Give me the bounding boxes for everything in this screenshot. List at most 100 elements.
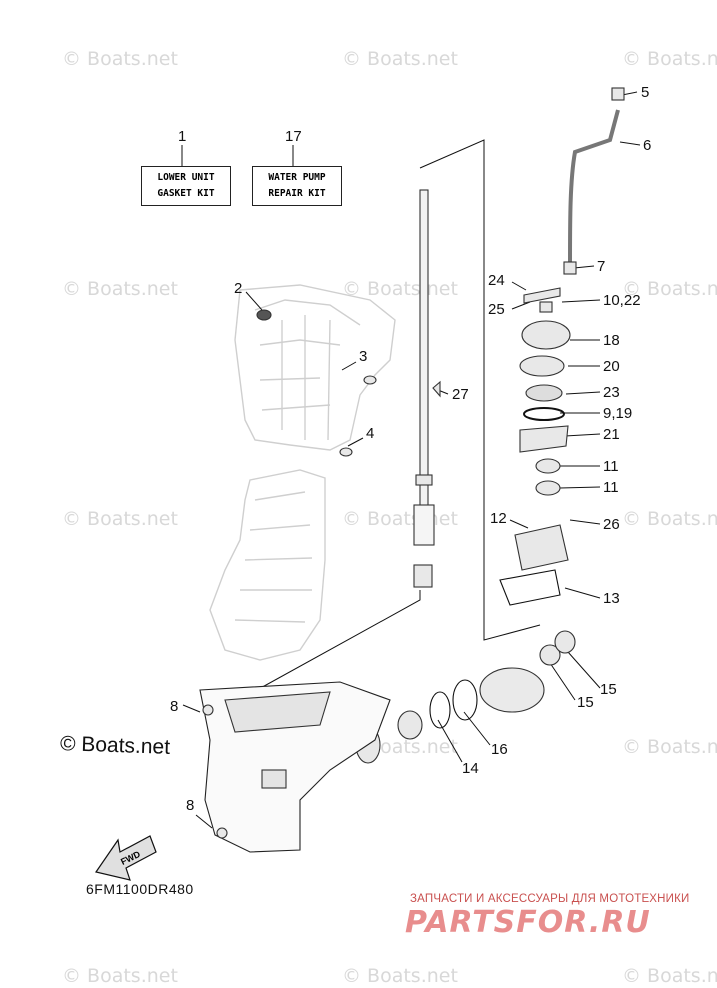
callout-14: 14 [462,760,479,777]
insert-10-22 [539,301,553,313]
callout-23: 23 [603,384,620,401]
callout-15: 15 [577,694,594,711]
gasket-21 [519,425,569,453]
o-ring-9-19 [523,407,565,421]
leader-8b [195,814,213,829]
leader-2 [245,291,263,311]
callout-1: 1 [178,128,187,145]
watermark: © Boats.net [62,278,178,300]
gasket-13 [499,569,561,606]
callout-12: 12 [490,510,507,527]
watermark: © Boats.net [62,965,178,987]
upper-casing-detail [254,299,361,411]
callout-20: 20 [603,358,620,375]
leader-14 [437,719,463,763]
callout-18: 18 [603,332,620,349]
upper-casing-ribs [281,315,331,441]
pump-group-bracket [419,139,541,641]
callout-2: 2 [234,280,243,297]
lower-casing-ribs [234,491,313,623]
leader-16 [463,711,491,746]
callout-15: 15 [600,681,617,698]
callout-11: 11 [603,458,619,475]
kit-line: GASKET KIT [157,188,215,199]
callout-25: 25 [488,301,505,318]
part-4 [339,447,353,457]
pin-27 [432,380,441,398]
callout-10-22: 10,22 [603,292,641,309]
leader-23 [565,391,601,395]
kit-line: WATER PUMP [268,172,326,183]
leader-15b [547,659,576,701]
gear-case-window [261,769,287,789]
fwd-arrow: FWD [95,835,157,881]
driveshaft-bearing [413,564,433,588]
callout-27: 27 [452,386,469,403]
ghost-housing-group [209,284,396,661]
bolt-8b [216,827,228,839]
seal-15b [554,630,576,654]
watermark: © Boats.net [342,965,458,987]
leader-11b [559,486,601,489]
kit-line: LOWER UNIT [157,172,215,183]
leader-10-22 [561,299,601,303]
repair-kit-box: WATER PUMP REPAIR KIT [252,166,342,206]
callout-6: 6 [643,137,652,154]
watermark: © Boats.net [622,965,717,987]
gear-case-top [224,691,331,733]
leader-7 [573,265,595,269]
driveshaft-bushing [413,504,435,546]
water-tube-part [568,109,620,266]
leader-25 [511,301,531,310]
callout-3: 3 [359,348,368,365]
pump-housing-18 [521,320,571,350]
leader-4 [347,437,364,447]
part-3 [363,375,377,385]
watermark: © Boats.net [622,508,717,530]
callout-5: 5 [641,84,650,101]
callout-9-19: 9,19 [603,405,633,422]
insert-cartridge-20 [519,355,565,377]
callout-4: 4 [366,425,375,442]
callout-26: 26 [603,516,620,533]
o-ring-16 [452,679,478,721]
plate-25 [523,287,561,304]
brand-caption: ЗАПЧАСТИ И АКСЕССУАРЫ ДЛЯ МОТОТЕХНИКИ [410,893,690,905]
callout-17: 17 [285,128,302,145]
upper-casing-outline [234,284,396,451]
shim-14 [429,691,451,729]
driveshaft-collar [415,474,433,486]
watermark: © Boats.net [622,48,717,70]
impeller-23 [525,384,563,402]
leader-13 [564,587,601,599]
watermark: © Boats.net [62,508,178,530]
oil-seal-11a [535,458,561,474]
diagram-code: 6FM1100DR480 [86,881,194,897]
leader-12 [509,519,529,529]
callout-7: 7 [597,258,606,275]
grommet-5 [611,87,625,101]
callout-24: 24 [488,272,505,289]
leader-lines [181,91,641,829]
leader-3 [341,361,357,371]
oil-seal-11b [535,480,561,496]
gasket-kit-box: LOWER UNIT GASKET KIT [141,166,231,206]
leader-21 [564,433,601,437]
bolt-8a [202,704,214,716]
leader-6 [619,141,641,146]
watermark: © Boats.net [622,278,717,300]
callout-11: 11 [603,479,619,496]
oil-seal-2 [256,309,272,321]
callout-13: 13 [603,590,620,607]
prop-shaft-housing [479,667,545,713]
leader-15a [567,651,601,689]
seal-15a [539,644,561,666]
leader-24 [511,281,527,291]
watermark: © Boats.net [622,736,717,758]
bearing-part [397,710,423,740]
housing-12 [514,524,569,571]
kit-line: REPAIR KIT [268,188,326,199]
callout-21: 21 [603,426,620,443]
